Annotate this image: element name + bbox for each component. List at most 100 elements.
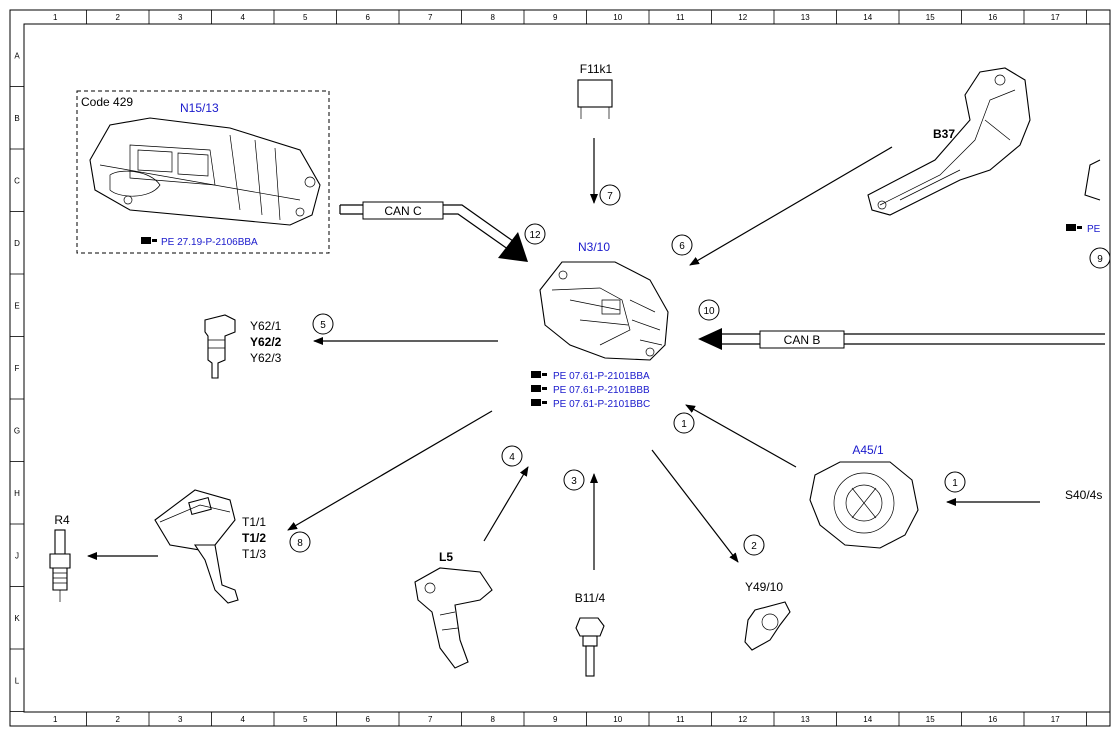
ruler-column-label: 5	[303, 13, 308, 22]
valve-block-drawing	[204, 314, 236, 379]
ruler-column-label: 8	[491, 13, 496, 22]
component-l5: L5	[414, 550, 493, 669]
can-b-bus: CAN B	[698, 328, 1105, 350]
svg-text:1: 1	[952, 478, 958, 489]
ruler-row-label: E	[14, 301, 19, 310]
component-r4: R4	[49, 513, 71, 602]
ruler-column-label: 10	[613, 715, 622, 724]
y62-1-label: Y62/1	[250, 319, 282, 333]
arrow-b37-to-n3-10	[689, 146, 893, 266]
component-y49-10: Y49/10	[744, 580, 791, 651]
engine-control-unit-drawing	[539, 261, 669, 361]
n15-13-ref[interactable]: PE 27.19-P-2106BBA	[141, 237, 258, 248]
component-a45-1: A45/1	[809, 443, 919, 549]
hand-pointer-icon	[1066, 224, 1082, 231]
ruler-column-label: 17	[1051, 715, 1060, 724]
ruler-row-label: D	[14, 239, 20, 248]
f11k1-label: F11k1	[580, 62, 613, 76]
ruler-column-label: 10	[613, 13, 622, 22]
ruler-column-label: 16	[988, 715, 997, 724]
n3-10-label: N3/10	[578, 240, 610, 254]
l5-label: L5	[439, 550, 453, 564]
component-t1: T1/1 T1/2 T1/3	[154, 489, 266, 604]
ruler-column-label: 11	[676, 13, 685, 22]
svg-text:7: 7	[607, 191, 613, 202]
ruler-column-label: 13	[801, 715, 810, 724]
b11-4-label: B11/4	[575, 591, 606, 605]
ruler-column-label: 3	[178, 13, 183, 22]
component-y62: Y62/1 Y62/2 Y62/3	[204, 314, 282, 379]
svg-text:PE 27.19-P-2106BBA: PE 27.19-P-2106BBA	[161, 237, 258, 248]
t1-3-label: T1/3	[242, 547, 266, 561]
ruler-column-label: 6	[366, 13, 371, 22]
transmission-control-unit-drawing	[89, 117, 321, 226]
callout-2: 2	[743, 534, 765, 556]
callout-4: 4	[501, 445, 523, 467]
callout-9: 9	[1089, 247, 1111, 269]
temperature-sensor-drawing	[575, 617, 605, 677]
crankshaft-sensor-drawing	[414, 567, 493, 669]
svg-text:PE 07.61-P-2101BBB: PE 07.61-P-2101BBB	[553, 385, 650, 396]
ruler-column-label: 1	[53, 13, 58, 22]
y49-10-label: Y49/10	[745, 580, 783, 594]
ruler-row-label: H	[14, 489, 20, 498]
callout-5: 5	[312, 313, 334, 335]
arrow-n3-10-to-t1	[287, 410, 493, 531]
callout-12: 12	[524, 223, 546, 245]
callout-3: 3	[563, 469, 585, 491]
spark-plug-drawing	[49, 529, 71, 602]
can-c-bus: CAN C	[339, 201, 528, 262]
callout-1b: 1	[944, 471, 966, 493]
ruler-column-label: 9	[553, 13, 558, 22]
component-b11-4: B11/4	[575, 591, 606, 677]
t1-1-label: T1/1	[242, 515, 266, 529]
n3-10-refs[interactable]: PE 07.61-P-2101BBA PE 07.61-P-2101BBB PE…	[531, 371, 650, 410]
a45-1-label: A45/1	[852, 443, 884, 457]
callout-7: 7	[599, 184, 621, 206]
svg-text:4: 4	[509, 452, 515, 463]
ruler-column-label: 15	[926, 715, 935, 724]
right-partial-ref[interactable]: PE	[1087, 224, 1101, 235]
ruler-column-label: 2	[116, 13, 121, 22]
y62-3-label: Y62/3	[250, 351, 282, 365]
s40-label: S40/4s	[1065, 488, 1102, 502]
ruler-row-label: B	[14, 114, 19, 123]
svg-text:5: 5	[320, 320, 326, 331]
ruler-column-label: 14	[863, 13, 872, 22]
ruler-column-label: 7	[428, 715, 433, 724]
hand-pointer-icon	[141, 237, 157, 244]
svg-text:12: 12	[529, 230, 541, 241]
svg-text:PE 07.61-P-2101BBA: PE 07.61-P-2101BBA	[553, 371, 650, 382]
callout-10: 10	[698, 299, 720, 321]
ruler-column-label: 13	[801, 13, 810, 22]
svg-text:10: 10	[703, 306, 715, 317]
ruler-column-label: 6	[366, 715, 371, 724]
ruler-row-label: C	[14, 176, 20, 185]
svg-text:PE 07.61-P-2101BBC: PE 07.61-P-2101BBC	[553, 399, 650, 410]
camshaft-adjuster-drawing	[744, 601, 791, 651]
r4-label: R4	[54, 513, 70, 527]
accelerator-pedal-drawing	[867, 67, 1031, 216]
ruler-row-label: G	[14, 426, 20, 435]
ruler-column-label: 12	[738, 715, 747, 724]
ruler-column-label: 9	[553, 715, 558, 724]
component-right-partial: PE	[1066, 159, 1101, 235]
ruler-row-label: L	[15, 676, 20, 685]
ruler-row-label: F	[15, 364, 20, 373]
component-n15-13: Code 429 N15/13 PE 27.19-P-2106BBA	[76, 90, 330, 254]
svg-text:3: 3	[571, 476, 577, 487]
callout-8: 8	[289, 531, 311, 553]
callout-6: 6	[671, 234, 693, 256]
ruler-column-label: 8	[491, 715, 496, 724]
ruler-row-label: K	[14, 614, 20, 623]
ruler-column-label: 17	[1051, 13, 1060, 22]
svg-text:9: 9	[1097, 254, 1103, 265]
drawing-frame	[9, 9, 1111, 727]
b37-label: B37	[933, 127, 955, 141]
hand-pointer-icon	[531, 371, 547, 378]
ruler-row-label: A	[14, 51, 20, 60]
